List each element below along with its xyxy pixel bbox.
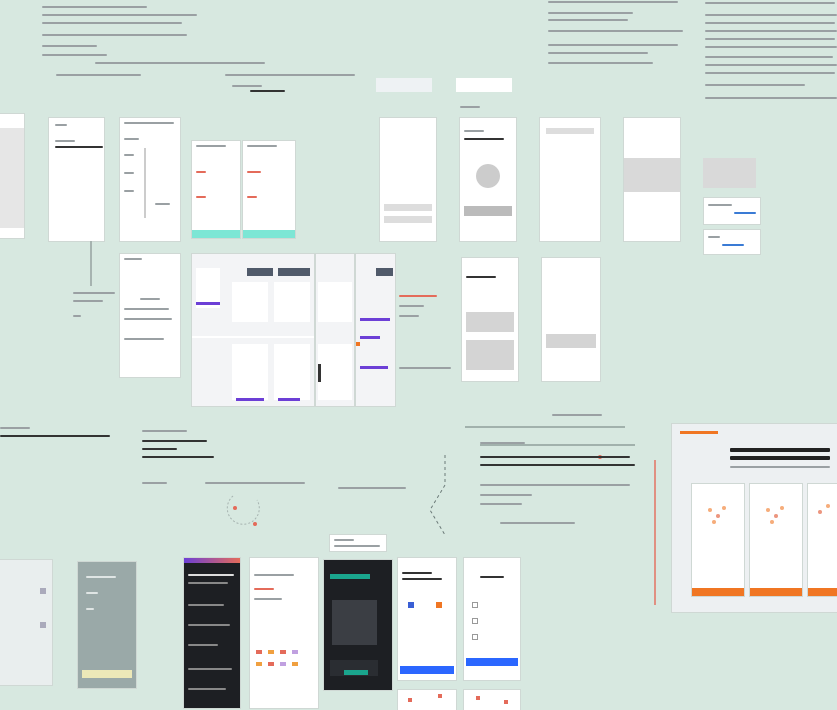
- dashboard-grid[interactable]: [192, 254, 314, 406]
- screen-form[interactable]: [120, 118, 180, 241]
- screen-light-a[interactable]: [0, 560, 52, 685]
- screen-blank-c[interactable]: [542, 258, 600, 381]
- screen-bottom-b[interactable]: [464, 690, 520, 710]
- checkbox-icon[interactable]: [472, 602, 478, 608]
- grey-placeholder: [703, 158, 756, 188]
- loop-diagram: [226, 495, 260, 526]
- screen-partial-left[interactable]: [0, 114, 24, 238]
- mini-card-b: [704, 230, 760, 254]
- screen-list[interactable]: [49, 118, 104, 241]
- presentation-panel-2: [750, 484, 802, 596]
- screen-profile[interactable]: [460, 118, 516, 241]
- dashboard-side-b[interactable]: [356, 254, 395, 406]
- screen-modal[interactable]: [462, 258, 518, 381]
- screen-colorful-grid[interactable]: [250, 558, 318, 708]
- chip-label-2: [456, 78, 512, 92]
- screen-checkout-b[interactable]: [464, 558, 520, 680]
- screen-compare-b[interactable]: [243, 141, 295, 238]
- screen-compare-a[interactable]: [192, 141, 240, 238]
- primary-button[interactable]: [464, 206, 512, 216]
- screen-card[interactable]: [624, 118, 680, 241]
- mini-card-a: [704, 198, 760, 224]
- checkout-button-b[interactable]: [466, 658, 518, 666]
- screen-text[interactable]: [120, 254, 180, 377]
- screen-checkout-a[interactable]: [398, 558, 456, 680]
- checkout-button-a[interactable]: [400, 666, 454, 674]
- caption-chip: [330, 535, 386, 551]
- avatar-placeholder-icon: [476, 164, 500, 188]
- chip-label-1: [376, 78, 432, 92]
- dashboard-side-a[interactable]: [316, 254, 354, 406]
- presentation-board: [672, 424, 837, 612]
- screen-dark-modal[interactable]: [324, 560, 392, 690]
- flow-connectors: [429, 426, 635, 535]
- screen-grey-overlay[interactable]: [78, 562, 136, 688]
- presentation-panel-1: [692, 484, 744, 596]
- presentation-panel-3: [808, 484, 837, 596]
- screen-blank-a[interactable]: [380, 118, 436, 241]
- screen-dark-list[interactable]: [184, 558, 240, 708]
- screen-blank-b[interactable]: [540, 118, 600, 241]
- screen-bottom-a[interactable]: [398, 690, 456, 710]
